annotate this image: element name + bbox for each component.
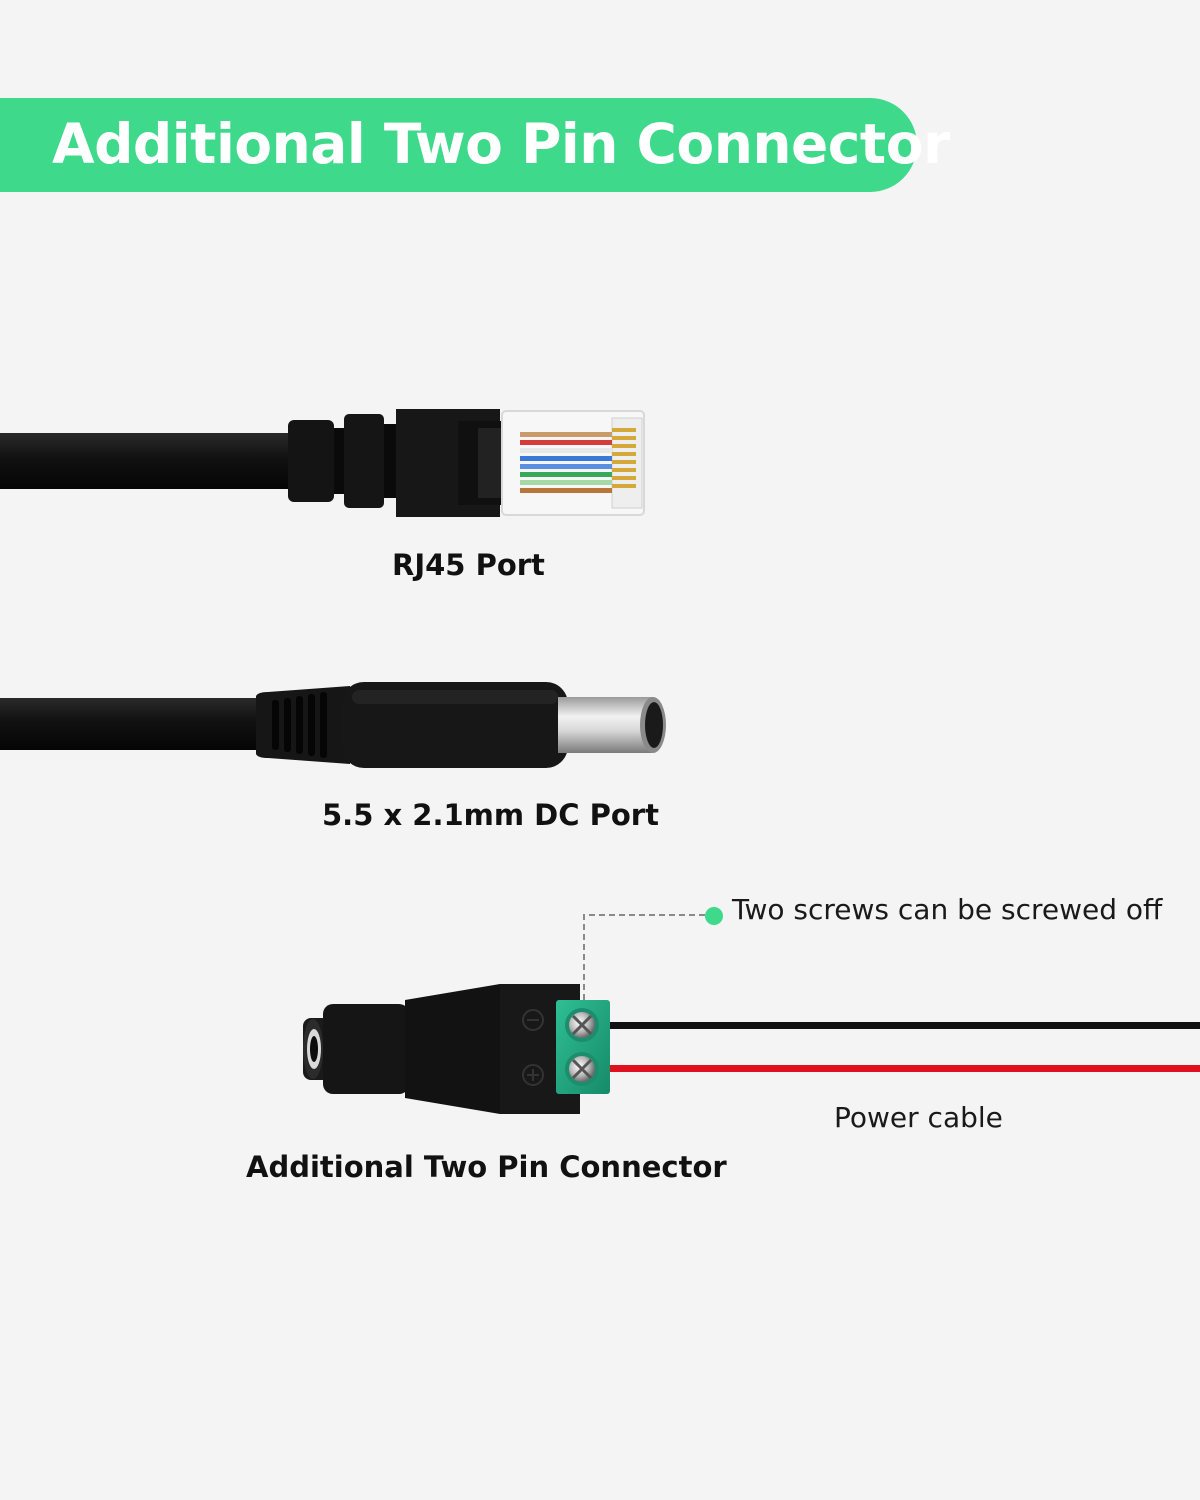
screws-note: Two screws can be screwed off xyxy=(732,893,1163,926)
connector-label: Additional Two Pin Connector xyxy=(246,1150,727,1184)
callout-dot-icon xyxy=(705,907,723,925)
rj45-port-label: RJ45 Port xyxy=(392,548,545,582)
rj45-plug-icon xyxy=(0,409,645,517)
power-cable-label: Power cable xyxy=(834,1101,1003,1134)
callout-leader xyxy=(583,907,723,1000)
title-banner: Additional Two Pin Connector xyxy=(0,98,950,192)
dc-barrel-plug-icon xyxy=(0,682,666,768)
two-pin-terminal-connector-icon xyxy=(303,984,1200,1114)
dc-port-label: 5.5 x 2.1mm DC Port xyxy=(322,798,659,832)
page-title: Additional Two Pin Connector xyxy=(52,112,950,176)
